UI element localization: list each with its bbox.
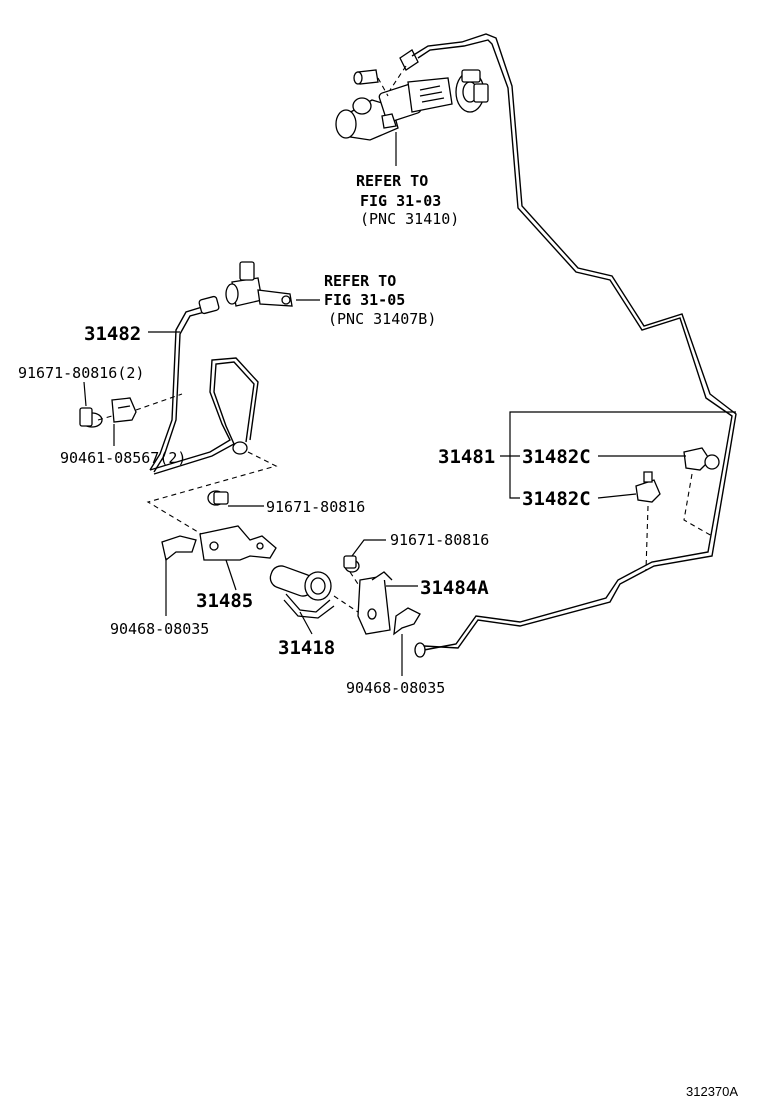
label-31482: 31482 — [84, 323, 141, 345]
ref-2-line3: (PNC 31407B) — [328, 310, 436, 328]
figure-id: 312370A — [686, 1084, 738, 1099]
label-91671-80816-b: 91671-80816 — [390, 531, 489, 549]
leader-lines — [83, 132, 736, 676]
label-91671-80816-2: 91671-80816(2) — [18, 364, 144, 382]
label-90461-08567-2: 90461-08567(2) — [60, 449, 186, 467]
lower-assembly — [161, 490, 421, 636]
ref-1-line1: REFER TO — [356, 172, 428, 190]
label-31481: 31481 — [438, 446, 495, 468]
label-90468-08035-b: 90468-08035 — [346, 679, 445, 697]
label-31482c-b: 31482C — [522, 488, 591, 510]
clips-31482c — [635, 447, 720, 571]
clip-and-bolt-upper — [79, 393, 183, 428]
ref-1-line3: (PNC 31410) — [360, 210, 459, 228]
ref-2-line2: FIG 31-05 — [324, 291, 405, 309]
label-31418: 31418 — [278, 637, 335, 659]
main-pipe-31481 — [411, 33, 737, 658]
ref-2-line1: REFER TO — [324, 272, 396, 290]
label-90468-08035-a: 90468-08035 — [110, 620, 209, 638]
label-91671-80816-a: 91671-80816 — [266, 498, 365, 516]
hose-31482 — [149, 261, 293, 475]
label-31485: 31485 — [196, 590, 253, 612]
label-31484a: 31484A — [420, 577, 489, 599]
master-cylinder-illustration — [335, 49, 489, 141]
label-31482c-a: 31482C — [522, 446, 591, 468]
ref-1-line2: FIG 31-03 — [360, 192, 441, 210]
